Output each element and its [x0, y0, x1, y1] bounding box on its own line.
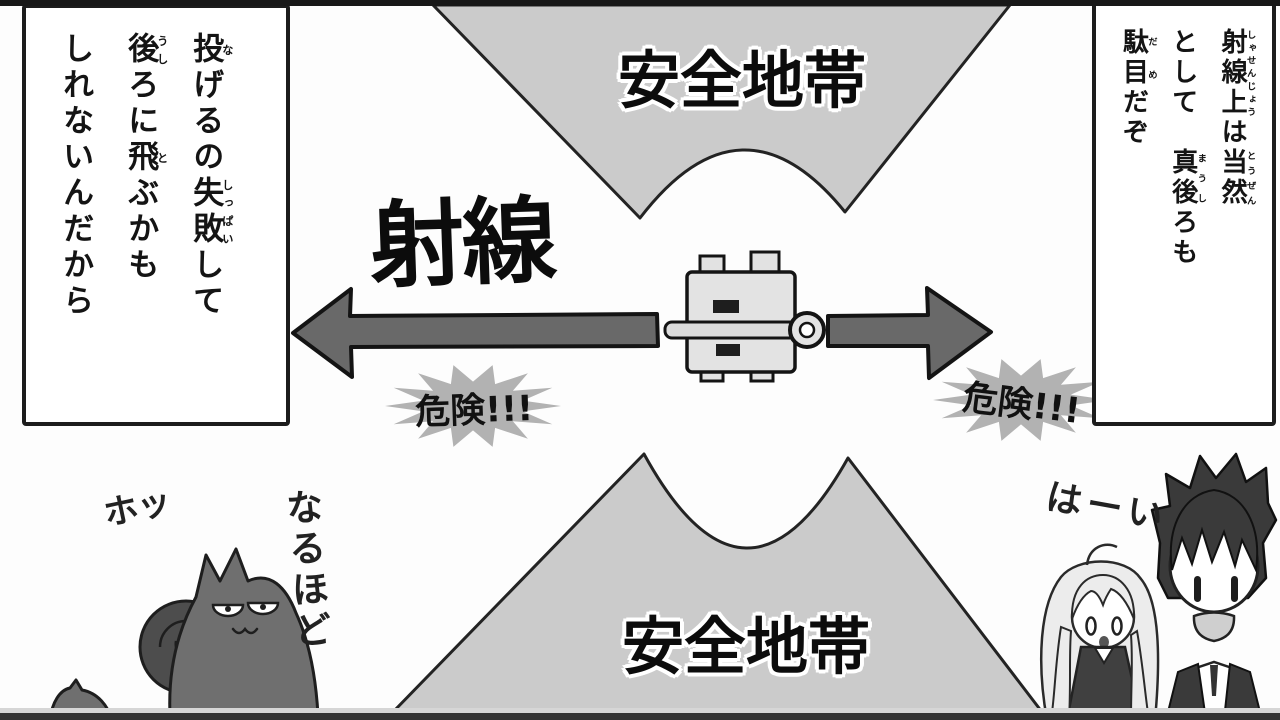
- cat-pupil: [260, 604, 266, 610]
- launcher-slot: [716, 344, 740, 356]
- starburst-icon: [385, 365, 561, 447]
- speech-bubble-left: 投なげるの失敗しっぱいして後うしろに飛とぶかもしれないんだから: [22, 4, 290, 426]
- boy-character: [1150, 452, 1278, 720]
- boy-open-mouth: [1192, 611, 1236, 643]
- boy-jacket-left: [1164, 662, 1208, 720]
- girl-hair-strand: [1129, 629, 1151, 720]
- safe-zone-top-shape: [431, 3, 1012, 220]
- bottom-separator-line: [0, 708, 1280, 713]
- girl-ahoge: [1085, 543, 1118, 566]
- boy-bangs: [1169, 488, 1259, 574]
- cat-character: [138, 547, 320, 717]
- fire-line-arrow-left: [291, 287, 660, 379]
- boy-eye: [1194, 576, 1201, 602]
- boy-jacket-right: [1222, 662, 1264, 720]
- danger-burst-right: 危険!!!: [932, 356, 1112, 446]
- girl-hair-strand: [1049, 625, 1073, 720]
- launcher-top-tab: [749, 250, 781, 274]
- girl-eye: [1111, 616, 1123, 636]
- cat-comment-text: なるほど: [278, 486, 333, 654]
- girl-character: [1039, 543, 1160, 720]
- cat-pupil: [225, 606, 231, 612]
- boy-tie: [1210, 665, 1218, 696]
- safe-zone-bottom-label: 安全地帯: [621, 610, 870, 683]
- safe-zone-bottom-shape: [391, 452, 1044, 714]
- launcher-rod: [663, 320, 799, 340]
- girl-collar: [1093, 647, 1115, 665]
- speech-bubble-right: 射線上しゃせんじょうは当然とうぜんとして 真後まうしろも駄目だめだぞ: [1092, 2, 1276, 426]
- arrow-right-icon: [826, 286, 993, 380]
- letterbox-bottom-bar: [0, 713, 1280, 720]
- girl-mouth: [1099, 636, 1109, 648]
- letterbox-top-bar: [0, 0, 1280, 6]
- cat-mouth: [231, 626, 259, 635]
- launcher-ring-hole: [798, 321, 816, 339]
- girl-bangs: [1070, 573, 1136, 620]
- launcher-illustration: [663, 250, 826, 383]
- girl-eye: [1085, 616, 1097, 636]
- safe-zone-top-label: 安全地帯: [617, 44, 866, 117]
- danger-burst-left-label: 危険!!!: [414, 388, 534, 433]
- launcher-slot: [713, 300, 739, 313]
- arrow-left-icon: [291, 287, 660, 379]
- speech-bubble-left-text: 投なげるの失敗しっぱいして後うしろに飛とぶかもしれないんだから: [57, 32, 234, 320]
- danger-burst-left: 危険!!!: [384, 362, 564, 452]
- fire-line-arrow-right: [826, 286, 993, 380]
- boy-eye: [1231, 576, 1238, 602]
- starburst-icon: [933, 359, 1109, 441]
- speech-bubble-right-text: 射線上しゃせんじょうは当然とうぜんとして 真後まうしろも駄目だめだぞ: [1118, 28, 1256, 268]
- line-of-fire-label: 射線: [368, 186, 557, 303]
